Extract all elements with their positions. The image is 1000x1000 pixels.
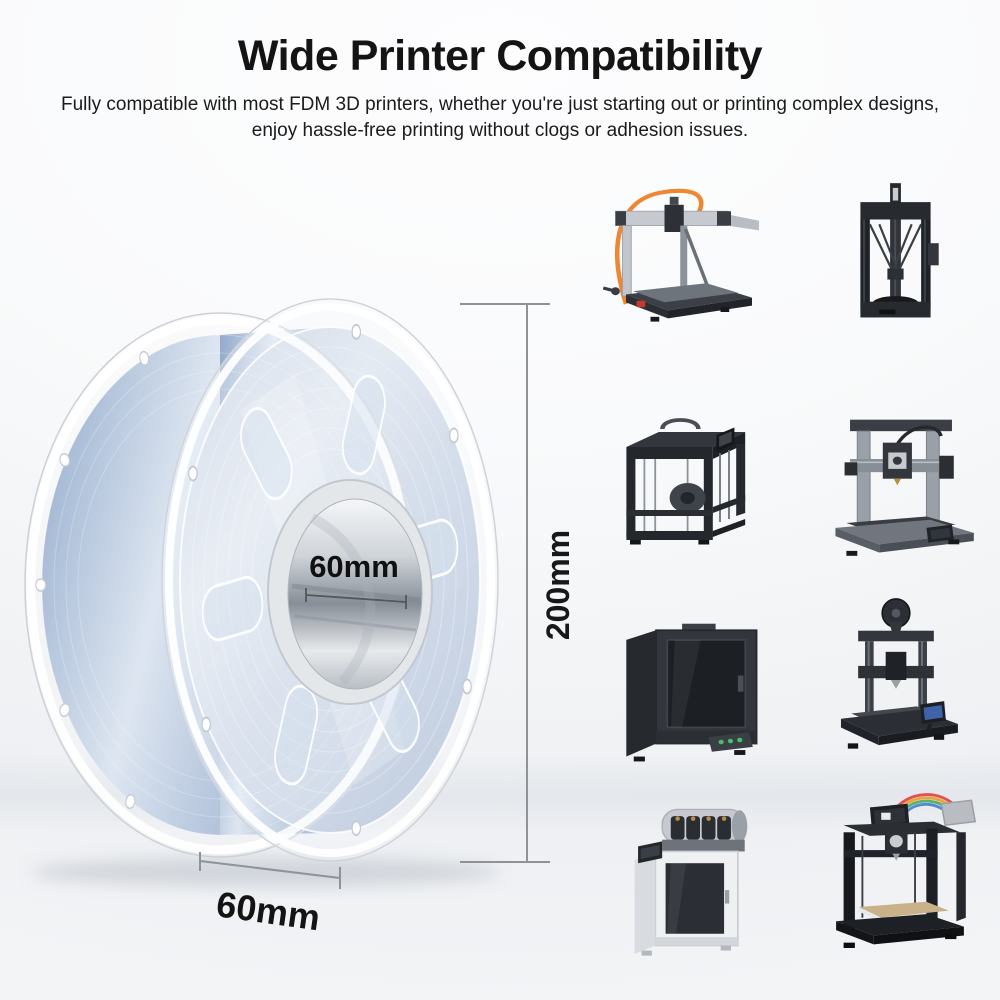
gray-bedslinger-printer-icon bbox=[835, 419, 974, 556]
subtitle-line-2: enjoy hassle-free printing without clogs… bbox=[251, 120, 749, 142]
printer-image-bedslinger-top-spool bbox=[810, 592, 982, 768]
printer-image-delta bbox=[828, 180, 963, 338]
page-title: Wide Printer Compatibility bbox=[237, 32, 763, 80]
hub-dimension-label: 60mm bbox=[309, 549, 399, 584]
white-multispool-printer-icon bbox=[634, 808, 748, 956]
height-dimension-top-tick bbox=[460, 303, 550, 305]
corexy-rainbow-printer-icon bbox=[836, 793, 977, 948]
height-dimension-label: 200mm bbox=[540, 529, 576, 641]
page-subtitle: Fully compatible with most FDM 3D printe… bbox=[0, 92, 1000, 144]
enclosed-box-printer-icon bbox=[626, 623, 758, 762]
printer-image-cube-frame bbox=[594, 414, 774, 564]
height-dimension-line bbox=[526, 304, 528, 862]
hub-dimension: 60mm bbox=[305, 549, 407, 609]
cube-frame-printer-icon bbox=[626, 418, 746, 545]
bedslinger-top-spool-printer-icon bbox=[840, 598, 958, 749]
header: Wide Printer Compatibility Fully compati… bbox=[0, 32, 1000, 144]
spoke-slots bbox=[188, 323, 472, 837]
open-frame-gantry-printer-icon bbox=[602, 188, 759, 322]
spool-hub bbox=[267, 479, 433, 705]
printer-image-white-multispool bbox=[614, 796, 786, 964]
width-dimension: 60mm bbox=[199, 852, 341, 938]
height-dimension-bottom-tick bbox=[460, 861, 550, 863]
printer-image-open-frame-orange-tube bbox=[598, 176, 773, 336]
subtitle-line-1: Fully compatible with most FDM 3D printe… bbox=[61, 94, 939, 116]
printer-image-corexy-rainbow bbox=[806, 786, 994, 964]
filament-spool-image: 60mm bbox=[24, 298, 500, 887]
printer-image-enclosed-box bbox=[604, 614, 790, 776]
delta-printer-icon bbox=[860, 183, 939, 318]
printer-image-gray-bedslinger bbox=[810, 400, 992, 564]
width-dimension-label: 60mm bbox=[214, 883, 323, 938]
spool-shadow bbox=[30, 857, 500, 887]
